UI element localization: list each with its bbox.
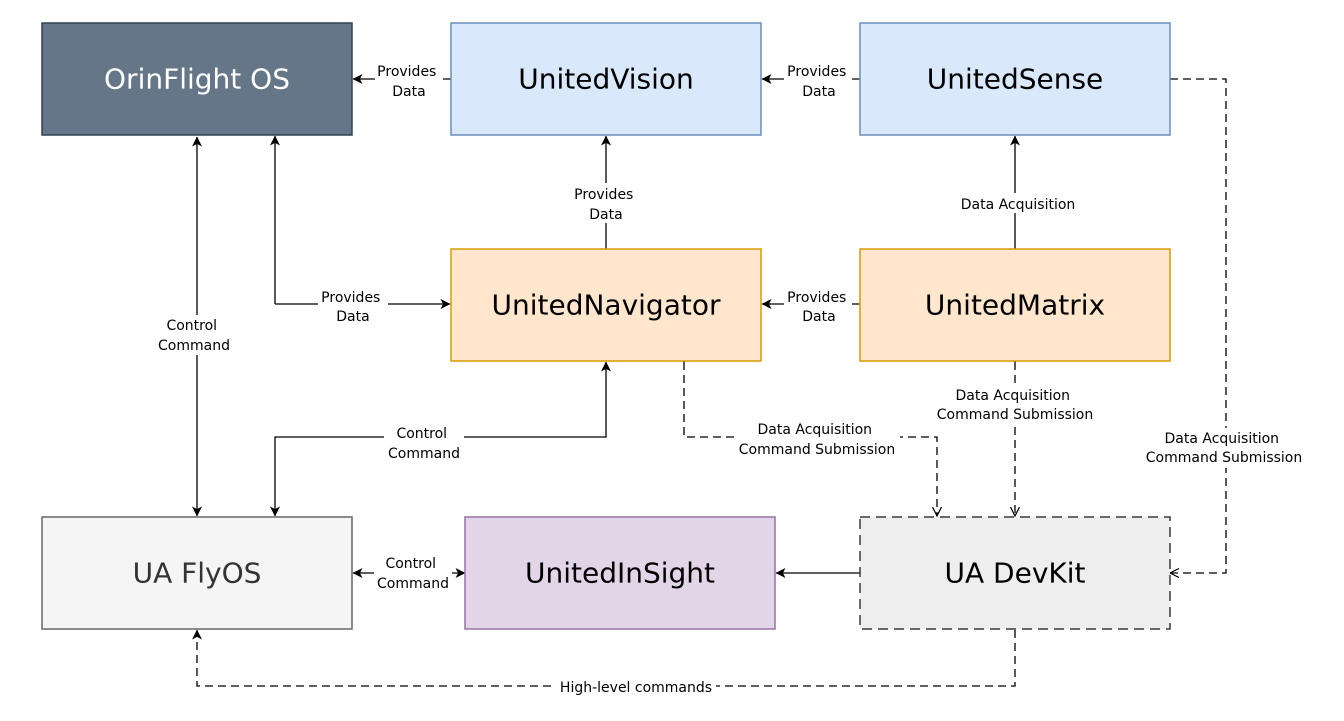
- svg-text:Data Acquisition Command: Data Acquisition Command Submission: [937, 388, 1094, 423]
- svg-text:Data Acquisition Command: Data Acquisition Command Submission: [739, 422, 896, 458]
- nodes-layer: OrinFlight OS UnitedVision UnitedSense U…: [41, 22, 1171, 630]
- edge-label-line1: Data Acquisition: [1164, 431, 1279, 447]
- edge-label-line1: Control: [166, 318, 217, 334]
- edge-navigator-flyos: Control Command: [270, 361, 611, 517]
- edge-orinflight-to-navigator: Provides Data: [270, 135, 451, 326]
- node-shape: [41, 516, 353, 630]
- node-unitednavigator[interactable]: UnitedNavigator: [450, 248, 762, 362]
- svg-text:Provides Data: Provides Data: [321, 290, 385, 325]
- svg-text:Provides Data: Provides Data: [787, 64, 851, 100]
- node-unitedinsight[interactable]: UnitedInSight: [464, 516, 776, 630]
- svg-text:Data Acquisition Command: Data Acquisition Command Submission: [1146, 431, 1303, 466]
- edge-matrix-to-sense: Data Acquisition: [958, 135, 1076, 249]
- node-label: UnitedMatrix: [925, 289, 1105, 322]
- node-shape: [859, 248, 1171, 362]
- edge-label-line1: Provides: [321, 290, 380, 306]
- node-label: UnitedNavigator: [491, 289, 720, 322]
- edge-matrix-to-navigator: Provides Data: [761, 288, 860, 326]
- edge-label-line1: Data Acquisition: [955, 388, 1070, 404]
- node-unitedvision[interactable]: UnitedVision: [450, 22, 762, 136]
- svg-text:Provides Data: Provides Data: [377, 64, 441, 100]
- edge-label-line2: Command Submission: [937, 407, 1094, 423]
- edge-label-line2: Command Submission: [1146, 450, 1303, 466]
- edge-label-line2: Command: [377, 576, 449, 592]
- edge-sense-to-vision: Provides Data: [761, 62, 860, 100]
- edge-label-line2: Data: [589, 207, 622, 223]
- edge-label-line1: Provides: [574, 187, 633, 203]
- edge-label-line2: Data: [336, 309, 369, 325]
- edge-devkit-navigator: Data Acquisition Command Submission: [684, 362, 937, 516]
- edge-label-line1: Data Acquisition: [961, 197, 1076, 213]
- svg-text:Control Command: Control Command: [377, 556, 449, 592]
- node-shape: [450, 22, 762, 136]
- edge-navigator-to-vision: Provides Data: [568, 135, 644, 249]
- edge-devkit-sense: Data Acquisition Command Submission: [1144, 79, 1308, 573]
- edge-label-line2: Data: [802, 84, 835, 100]
- svg-text:Provides Data: Provides Data: [787, 290, 851, 325]
- edge-label-line2: Command: [158, 338, 230, 354]
- node-orinflight-os[interactable]: OrinFlight OS: [41, 22, 353, 136]
- svg-text:High-level commands: High-level commands: [560, 680, 712, 696]
- node-label: UA FlyOS: [133, 557, 262, 590]
- edge-label-line1: Provides: [787, 290, 846, 306]
- edge-label-line1: Data Acquisition: [757, 422, 872, 438]
- node-shape: [464, 516, 776, 630]
- edge-label-line1: High-level commands: [560, 680, 712, 696]
- edge-label-line1: Provides: [787, 64, 846, 80]
- edge-label-line2: Command: [388, 446, 460, 462]
- node-unitedmatrix[interactable]: UnitedMatrix: [859, 248, 1171, 362]
- node-shape: [859, 516, 1171, 630]
- edge-label-line1: Control: [385, 556, 436, 572]
- node-shape: [450, 248, 762, 362]
- svg-text:Control Command: Control Command: [158, 318, 230, 354]
- edge-vision-to-orinflight: Provides Data: [352, 62, 451, 100]
- edge-label-line2: Data: [392, 84, 425, 100]
- edge-devkit-matrix: Data Acquisition Command Submission: [934, 362, 1096, 516]
- node-shape: [859, 22, 1171, 136]
- edge-label-line1: Provides: [377, 64, 436, 80]
- node-label: OrinFlight OS: [104, 63, 290, 96]
- node-ua-devkit[interactable]: UA DevKit: [859, 516, 1171, 630]
- svg-text:Data Acquisition: Data Acquisition: [961, 197, 1076, 213]
- node-label: UA DevKit: [944, 557, 1085, 590]
- edge-orinflight-flyos: Control Command: [156, 136, 238, 517]
- node-label: UnitedVision: [518, 63, 694, 96]
- svg-text:Control Command: Control Command: [388, 426, 460, 462]
- node-label: UnitedSense: [927, 63, 1104, 96]
- node-ua-flyos[interactable]: UA FlyOS: [41, 516, 353, 630]
- svg-text:Provides Data: Provides Data: [574, 187, 638, 223]
- edge-label-line2: Command Submission: [739, 442, 896, 458]
- node-unitedsense[interactable]: UnitedSense: [859, 22, 1171, 136]
- edge-label-line2: Data: [802, 309, 835, 325]
- edge-flyos-insight: Control Command: [352, 555, 466, 593]
- edge-label-line1: Control: [396, 426, 447, 442]
- node-label: UnitedInSight: [525, 557, 715, 590]
- node-shape: [41, 22, 353, 136]
- edge-devkit-to-flyos: High-level commands: [192, 629, 1016, 697]
